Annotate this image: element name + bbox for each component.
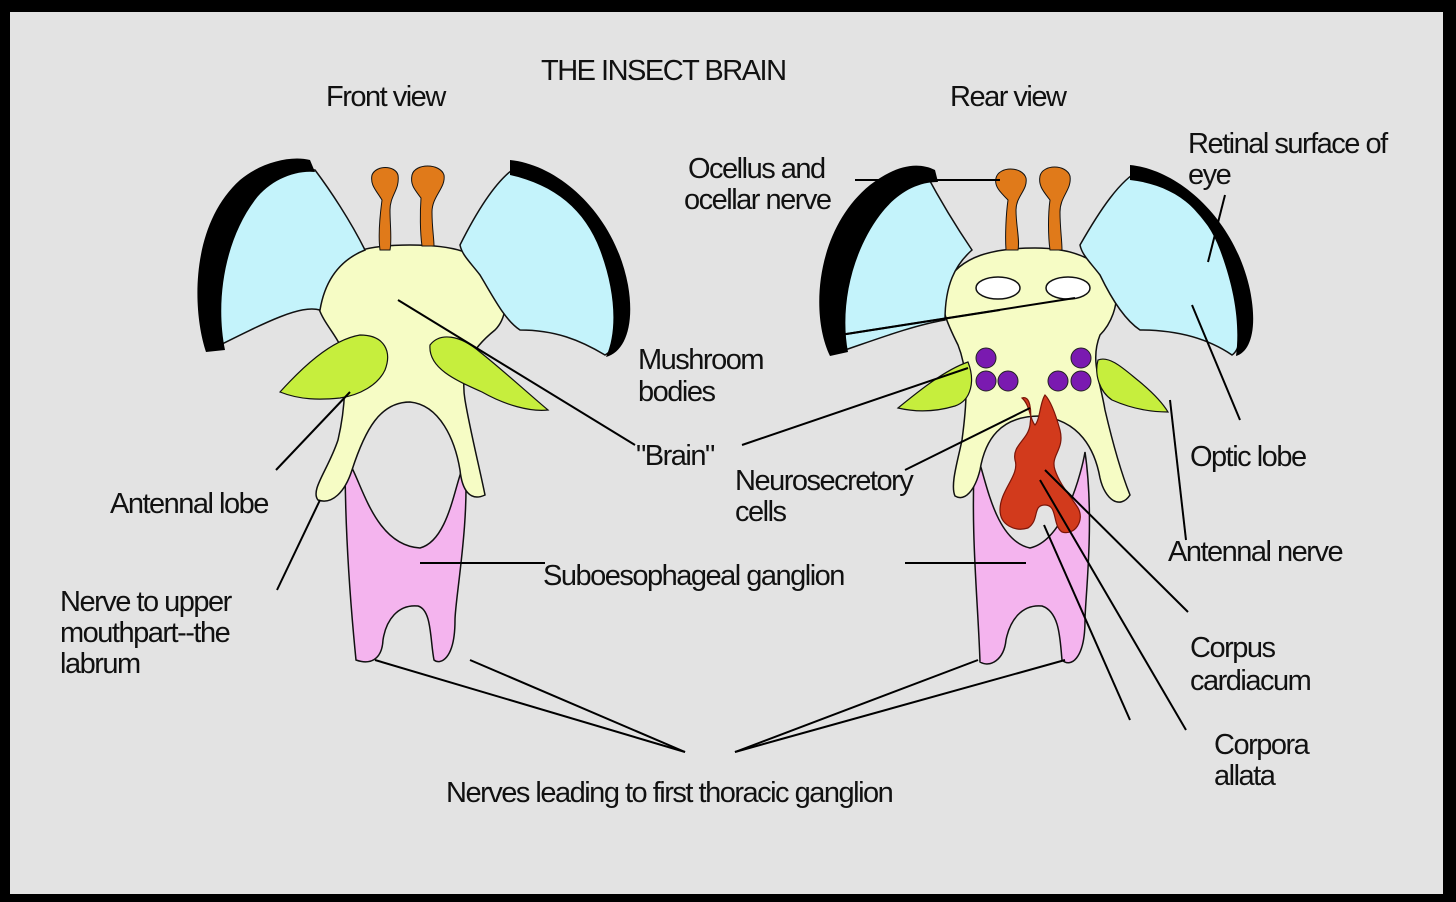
label-nerve-upper: labrum	[60, 648, 140, 680]
label-optic-lobe: Optic lobe	[1190, 441, 1306, 473]
label-antennal-lobe: Antennal lobe	[110, 488, 268, 520]
diagram-title: THE INSECT BRAIN	[541, 55, 786, 87]
label-ocellus: Ocellus and	[688, 153, 825, 185]
rear-view-label: Rear view	[950, 81, 1068, 113]
label-neurosecretory: cells	[735, 496, 787, 528]
label-mushroom-bodies: bodies	[638, 376, 715, 408]
label-retinal-surface: eye	[1188, 159, 1231, 191]
label-mushroom-bodies: Mushroom	[638, 344, 763, 376]
front-view-label: Front view	[326, 81, 447, 113]
label-retinal-surface: Retinal surface of	[1188, 128, 1389, 160]
mushroom-body-right	[1046, 277, 1090, 299]
label-neurosecretory: Neurosecretory	[735, 465, 914, 497]
label-ocellus: ocellar nerve	[684, 184, 831, 216]
label-nerve-upper: mouthpart--the	[60, 617, 230, 649]
label-corpora-allata: Corpora	[1214, 729, 1311, 761]
label-nerves-thoracic: Nerves leading to first thoracic ganglio…	[446, 777, 893, 809]
label-corpus-cardiacum: cardiacum	[1190, 665, 1311, 697]
label-nerve-upper: Nerve to upper	[60, 586, 233, 618]
label-antennal-nerve: Antennal nerve	[1168, 536, 1342, 568]
mushroom-body-left	[976, 277, 1020, 299]
label-suboesophageal: Suboesophageal ganglion	[543, 560, 844, 592]
label-brain: "Brain"	[636, 440, 715, 472]
label-corpora-allata: allata	[1214, 760, 1277, 792]
label-corpus-cardiacum: Corpus	[1190, 632, 1275, 664]
